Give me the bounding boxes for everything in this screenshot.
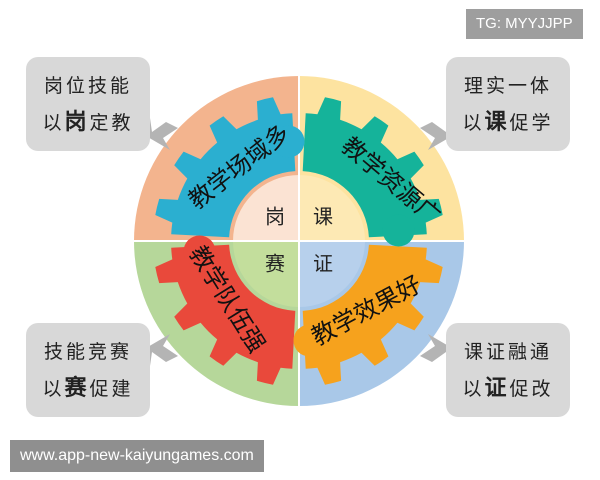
gear-knob-top	[272, 125, 305, 158]
center-quadrant-bottom-left	[233, 241, 299, 307]
gear-top-right	[302, 97, 443, 238]
gear-bottom-right	[302, 244, 443, 385]
center-circle	[233, 175, 365, 307]
gear-knob-right	[382, 214, 415, 247]
watermark-url-badge: www.app-new-kaiyungames.com	[10, 440, 264, 472]
callout-line2: 以课促学	[462, 108, 554, 135]
callout-line1: 理实一体	[463, 74, 552, 97]
gear-top-left	[155, 97, 296, 238]
callout-arrows	[146, 118, 452, 366]
callout-line1: 技能竞赛	[43, 340, 132, 363]
arrow-bottom-right	[420, 334, 452, 366]
center-label-bottom-left: 赛	[265, 252, 285, 276]
callout-key: 证	[484, 374, 510, 401]
callout-top-right: 理实一体 以课促学	[446, 57, 570, 151]
arrow-bottom-left	[146, 334, 178, 366]
gear-knob-bottom	[293, 324, 326, 357]
callout-top-left: 岗位技能 以岗定教	[26, 57, 150, 151]
gear-knob-left	[183, 235, 216, 268]
callout-line2: 以赛促建	[42, 374, 134, 401]
center-quadrant-bottom-right	[299, 241, 365, 307]
callout-bottom-right: 课证融通 以证促改	[446, 323, 570, 417]
callout-line2: 以岗定教	[42, 108, 134, 135]
center-label-top-left: 岗	[265, 205, 285, 229]
gear-bottom-left	[155, 244, 296, 385]
callout-key: 赛	[64, 374, 90, 401]
callout-bottom-left: 技能竞赛 以赛促建	[26, 323, 150, 417]
watermark-top-badge: TG: MYYJJPP	[466, 9, 583, 39]
gears	[155, 97, 443, 385]
center-quadrant-top-right	[299, 175, 365, 241]
arrow-top-right	[420, 118, 452, 150]
arrow-top-left	[146, 118, 178, 150]
callout-line1: 岗位技能	[43, 74, 132, 97]
center-label-top-right: 课	[313, 205, 333, 229]
callout-line1: 课证融通	[463, 340, 552, 363]
callout-key: 岗	[64, 108, 90, 135]
center-quadrant-top-left	[233, 175, 299, 241]
callout-key: 课	[484, 108, 510, 135]
center-label-bottom-right: 证	[313, 252, 333, 276]
callout-line2: 以证促改	[462, 374, 554, 401]
